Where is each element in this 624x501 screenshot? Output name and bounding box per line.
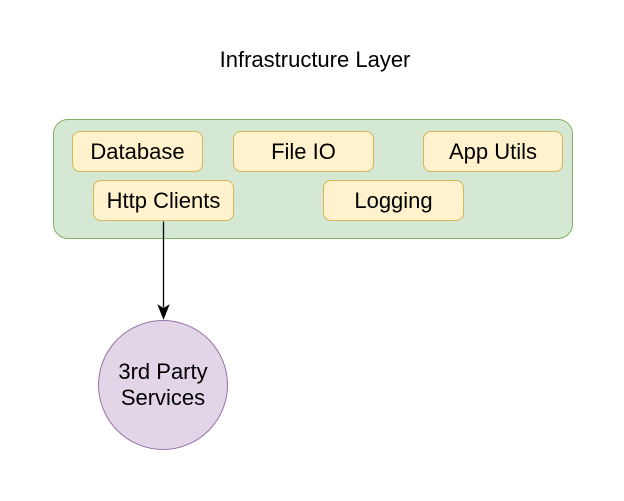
arrowhead-icon	[157, 304, 170, 320]
node-http-clients-label: Http Clients	[106, 187, 221, 213]
node-database: Database	[72, 131, 203, 172]
diagram-title: Infrastructure Layer	[219, 47, 411, 72]
node-logging-label: Logging	[354, 187, 433, 213]
node-3rd-party-services: 3rd Party Services	[98, 320, 228, 450]
node-app-utils: App Utils	[423, 131, 563, 172]
node-http-clients: Http Clients	[93, 180, 234, 221]
node-database-label: Database	[90, 138, 185, 164]
node-app-utils-label: App Utils	[448, 138, 538, 164]
node-file-io-label: File IO	[271, 138, 336, 164]
node-file-io: File IO	[233, 131, 374, 172]
node-3rd-party-services-label-line1: 3rd Party	[118, 359, 208, 384]
node-3rd-party-services-label-line2: Services	[120, 385, 206, 410]
node-logging: Logging	[323, 180, 464, 221]
